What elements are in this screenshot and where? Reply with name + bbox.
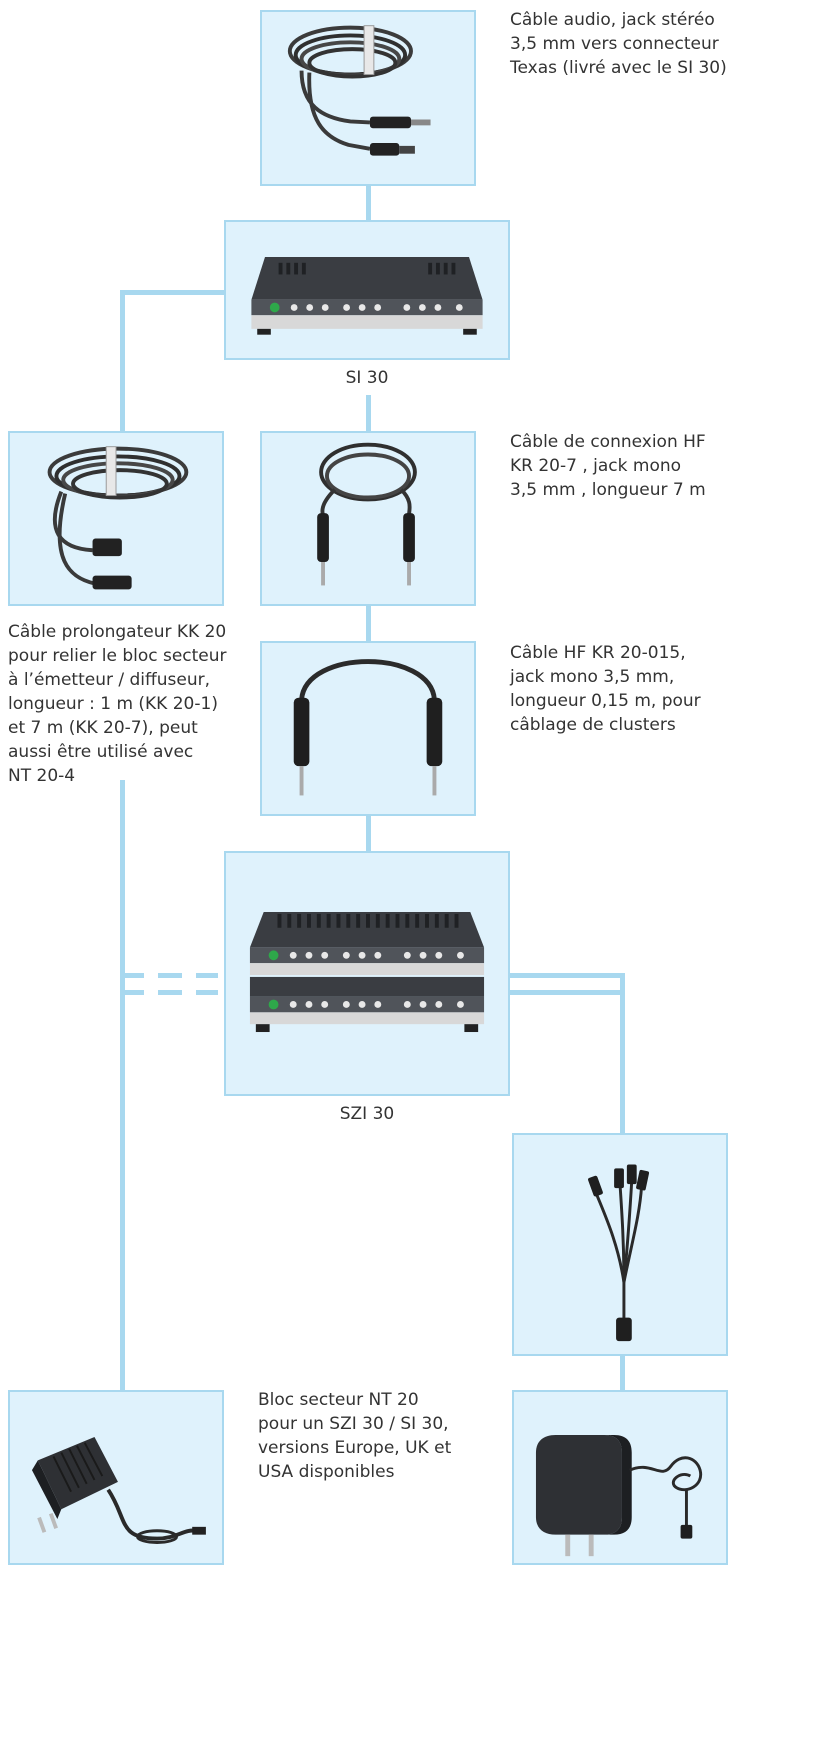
- stacked-radiator-devices-icon: [249, 912, 485, 1033]
- short-hf-cable-icon: [293, 659, 443, 796]
- kr20-7-cable-caption: Câble de connexion HF KR 20-7 , jack mon…: [510, 432, 706, 500]
- si30-label: SI 30: [345, 368, 389, 388]
- coiled-hf-cable-icon: [317, 442, 417, 586]
- line-si30-to-kk20-h: [120, 290, 225, 295]
- coiled-extension-cable-icon: [47, 446, 189, 590]
- kk20-cable-caption: Câble prolongateur KK 20 pour relier le …: [8, 622, 227, 786]
- dashed-line-1a: [120, 973, 144, 978]
- line-szi30-right-1: [510, 973, 625, 978]
- coiled-audio-cable-icon: [287, 25, 431, 156]
- dashed-line-1c: [196, 973, 218, 978]
- szi30-box: [224, 851, 510, 1096]
- line-kr20-015-to-szi30: [366, 815, 371, 852]
- szi30-label: SZI 30: [339, 1104, 395, 1124]
- kr20-015-cable-box: [260, 641, 476, 816]
- line-szi30-to-splitter: [620, 973, 625, 1133]
- line-si30-to-kr20-7: [366, 395, 371, 431]
- dashed-line-2b: [158, 990, 182, 995]
- kr20-015-cable-caption: Câble HF KR 20-015, jack mono 3,5 mm, lo…: [510, 643, 701, 735]
- power-adapter-icon: [31, 1436, 206, 1544]
- line-si30-to-kk20-v: [120, 290, 125, 431]
- kk20-cable-box: [8, 431, 224, 606]
- splitter-cable-box: [512, 1133, 728, 1356]
- nt20-caption: Bloc secteur NT 20 pour un SZI 30 / SI 3…: [258, 1390, 452, 1482]
- nt20-right-box: [512, 1390, 728, 1565]
- splitter-cable-icon: [588, 1164, 650, 1342]
- line-splitter-to-adapter: [620, 1355, 625, 1390]
- nt20-left-box: [8, 1390, 224, 1565]
- line-kk20-down: [120, 780, 125, 1390]
- dashed-line-1b: [158, 973, 182, 978]
- line-audio-to-si30: [366, 185, 371, 222]
- si30-box: [224, 220, 510, 360]
- kr20-7-cable-box: [260, 431, 476, 606]
- audio-cable-caption: Câble audio, jack stéréo 3,5 mm vers con…: [510, 10, 727, 78]
- line-szi30-right-2: [510, 990, 625, 995]
- dashed-line-2a: [120, 990, 144, 995]
- radiator-device-icon: [251, 256, 483, 335]
- power-adapter-icon: [535, 1434, 703, 1557]
- line-kr20-7-to-kr20-015: [366, 606, 371, 642]
- audio-cable-box: [260, 10, 476, 186]
- dashed-line-2c: [196, 990, 218, 995]
